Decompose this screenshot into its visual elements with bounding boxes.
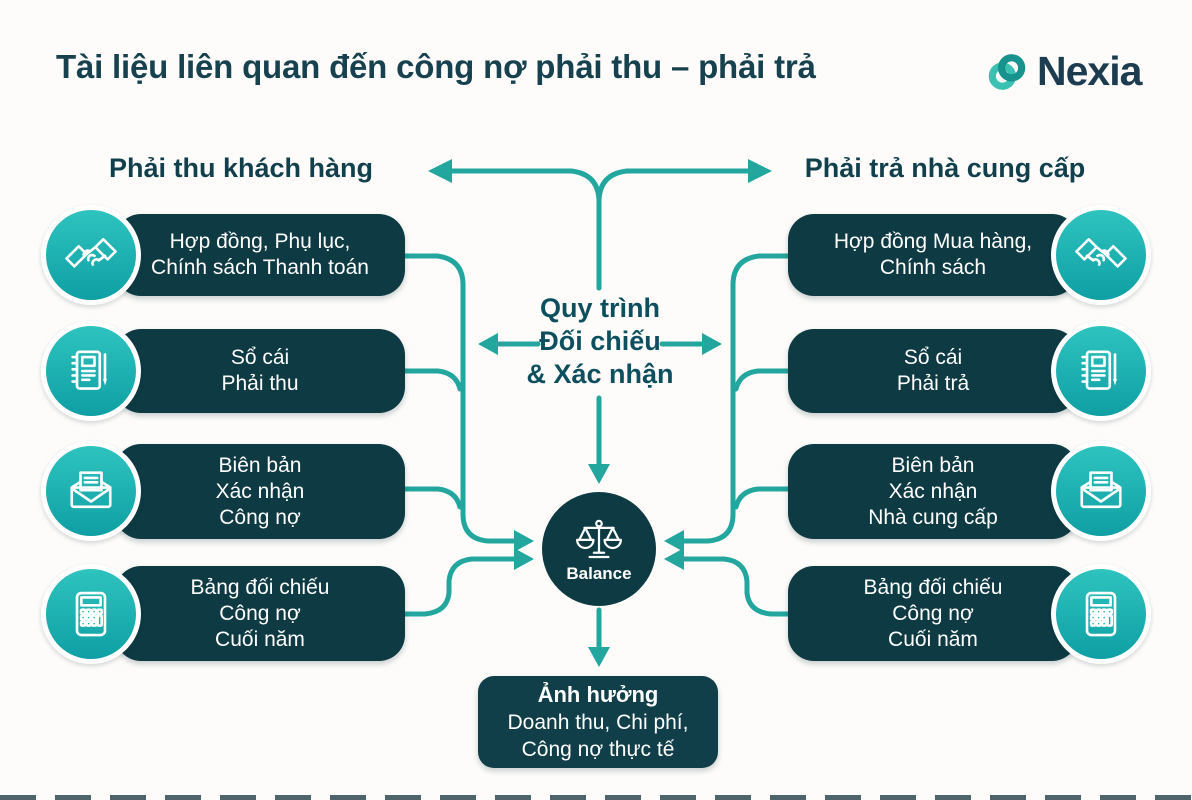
doc-box-text: Xác nhận — [215, 479, 305, 503]
doc-box-receivable-ledger: Sổ cái Phải thu — [115, 329, 405, 413]
icon-circle — [41, 321, 141, 421]
bottom-edge-artifact — [0, 795, 1192, 800]
right-bottom-connector — [664, 548, 791, 617]
icon-circle — [1051, 564, 1151, 664]
doc-box-payable-ledger: Sổ cái Phải trả — [788, 329, 1078, 413]
doc-box-text: Công nợ — [219, 601, 301, 625]
calculator-icon — [1085, 591, 1117, 637]
impact-line: Doanh thu, Chi phí, — [507, 711, 689, 734]
doc-box-text: Hợp đồng Mua hàng, — [833, 230, 1033, 253]
doc-box-text: Cuối năm — [215, 627, 305, 651]
handshake-icon — [65, 237, 117, 268]
impact-box: Ảnh hưởng Doanh thu, Chi phí, Công nợ th… — [478, 676, 718, 768]
process-label: Quy trình Đối chiếu & Xác nhận — [478, 292, 722, 391]
doc-box-text: Hợp đồng, Phụ lục, — [169, 230, 351, 253]
doc-box-receivable-confirmation: Biên bản Xác nhận Công nợ — [115, 444, 405, 539]
icon-circle — [41, 205, 141, 305]
envelope-icon — [70, 471, 112, 509]
process-line: Quy trình — [540, 293, 660, 323]
doc-box-payable-confirmation: Biên bản Xác nhận Nhà cung cấp — [788, 444, 1078, 539]
left-column-header: Phải thu khách hàng — [108, 153, 374, 183]
doc-box-text: Xác nhận — [888, 479, 978, 503]
process-line: Đối chiếu — [539, 326, 661, 356]
right-trunk-connector — [664, 253, 791, 552]
top-branch-arrow — [428, 159, 772, 291]
icon-circle — [41, 564, 141, 664]
doc-box-text: Chính sách Thanh toán — [151, 256, 369, 279]
handshake-icon — [1075, 237, 1127, 268]
icon-circle — [1051, 205, 1151, 305]
ledger-icon — [1081, 350, 1118, 390]
icon-circle — [41, 441, 141, 541]
doc-box-text: Sổ cái — [230, 346, 290, 369]
doc-box-receivable-reconciliation: Bảng đối chiếu Công nợ Cuối năm — [115, 566, 405, 661]
doc-box-text: Phải thu — [221, 372, 299, 395]
impact-title: Ảnh hưởng — [537, 682, 659, 707]
doc-box-text: Bảng đối chiếu — [190, 575, 330, 599]
doc-box-text: Phải trả — [896, 372, 970, 395]
doc-box-receivable-contract: Hợp đồng, Phụ lục, Chính sách Thanh toán — [115, 214, 405, 296]
envelope-icon — [1080, 471, 1122, 509]
doc-box-text: Cuối năm — [888, 627, 978, 651]
impact-line: Công nợ thực tế — [521, 738, 675, 761]
doc-box-text: Sổ cái — [903, 346, 963, 369]
balance-scale-icon — [576, 519, 622, 558]
nexia-logo-icon — [988, 53, 1026, 90]
balance-label: Balance — [566, 563, 632, 583]
process-down-arrow — [588, 395, 610, 484]
balance-node: Balance — [542, 492, 656, 606]
process-right-arrow — [659, 333, 722, 355]
left-trunk-connector — [402, 253, 534, 552]
doc-box-payable-reconciliation: Bảng đối chiếu Công nợ Cuối năm — [788, 566, 1078, 661]
calculator-icon — [75, 591, 107, 637]
process-left-arrow — [478, 333, 541, 355]
process-line: & Xác nhận — [526, 359, 674, 389]
doc-box-text: Nhà cung cấp — [868, 505, 998, 529]
right-column-header: Phải trả nhà cung cấp — [804, 153, 1086, 183]
doc-box-text: Công nợ — [219, 505, 301, 529]
doc-box-text: Bảng đối chiếu — [863, 575, 1003, 599]
doc-box-text: Biên bản — [218, 453, 302, 477]
icon-circle — [1051, 441, 1151, 541]
nexia-logo: Nexia — [984, 48, 1142, 95]
page-title: Tài liệu liên quan đến công nợ phải thu … — [56, 48, 816, 85]
doc-box-text: Công nợ — [892, 601, 974, 625]
ledger-icon — [71, 350, 108, 390]
doc-box-text: Chính sách — [879, 256, 987, 279]
nexia-logo-text: Nexia — [1037, 48, 1142, 94]
doc-box-payable-contract: Hợp đồng Mua hàng, Chính sách — [788, 214, 1078, 296]
icon-circle — [1051, 321, 1151, 421]
balance-down-arrow — [588, 607, 610, 667]
doc-box-text: Biên bản — [891, 453, 975, 477]
left-bottom-connector — [402, 548, 534, 617]
